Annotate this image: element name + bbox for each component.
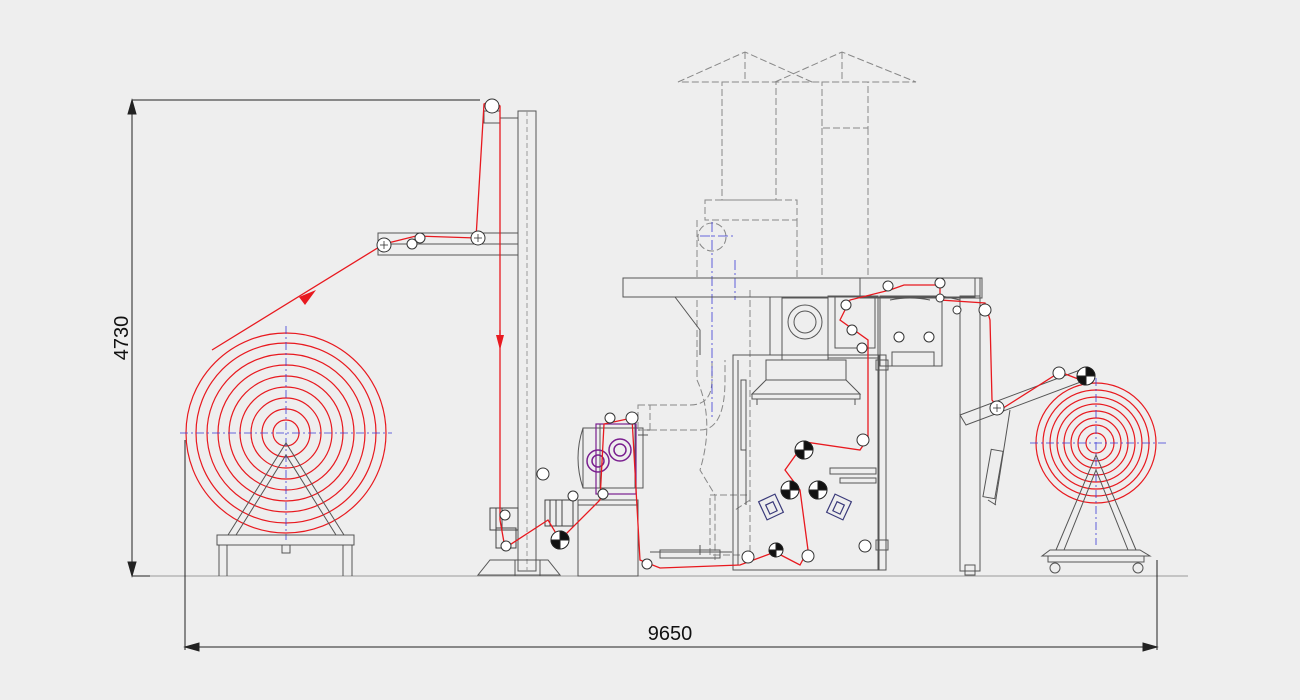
exhaust-hood-icon — [750, 297, 862, 405]
motor-icon — [586, 438, 632, 473]
web-path — [211, 99, 1087, 569]
motor-icon — [757, 493, 853, 521]
height-dimension — [127, 98, 480, 578]
infeed-tower — [377, 110, 562, 576]
rewind-roll-icon — [1030, 378, 1168, 545]
centerlines — [700, 222, 736, 420]
motor-icon — [489, 499, 574, 549]
guide-roller-icon — [376, 98, 1066, 570]
width-dimension-label: 9650 — [648, 623, 693, 645]
rewind-stand — [1040, 453, 1152, 574]
height-dimension-label: 4730 — [111, 316, 133, 361]
unwind-roll-icon — [180, 326, 392, 540]
drive-roller-icon — [550, 366, 1096, 558]
width-dimension — [183, 440, 1159, 652]
main-frame — [622, 277, 983, 576]
roller-crosshairs — [380, 234, 1001, 412]
pretreatment-unit — [577, 423, 650, 577]
direction-arrows — [299, 290, 504, 350]
unwind-stand — [216, 442, 355, 576]
dryer-cabinet — [650, 295, 889, 571]
exhaust-chimneys — [637, 51, 917, 560]
